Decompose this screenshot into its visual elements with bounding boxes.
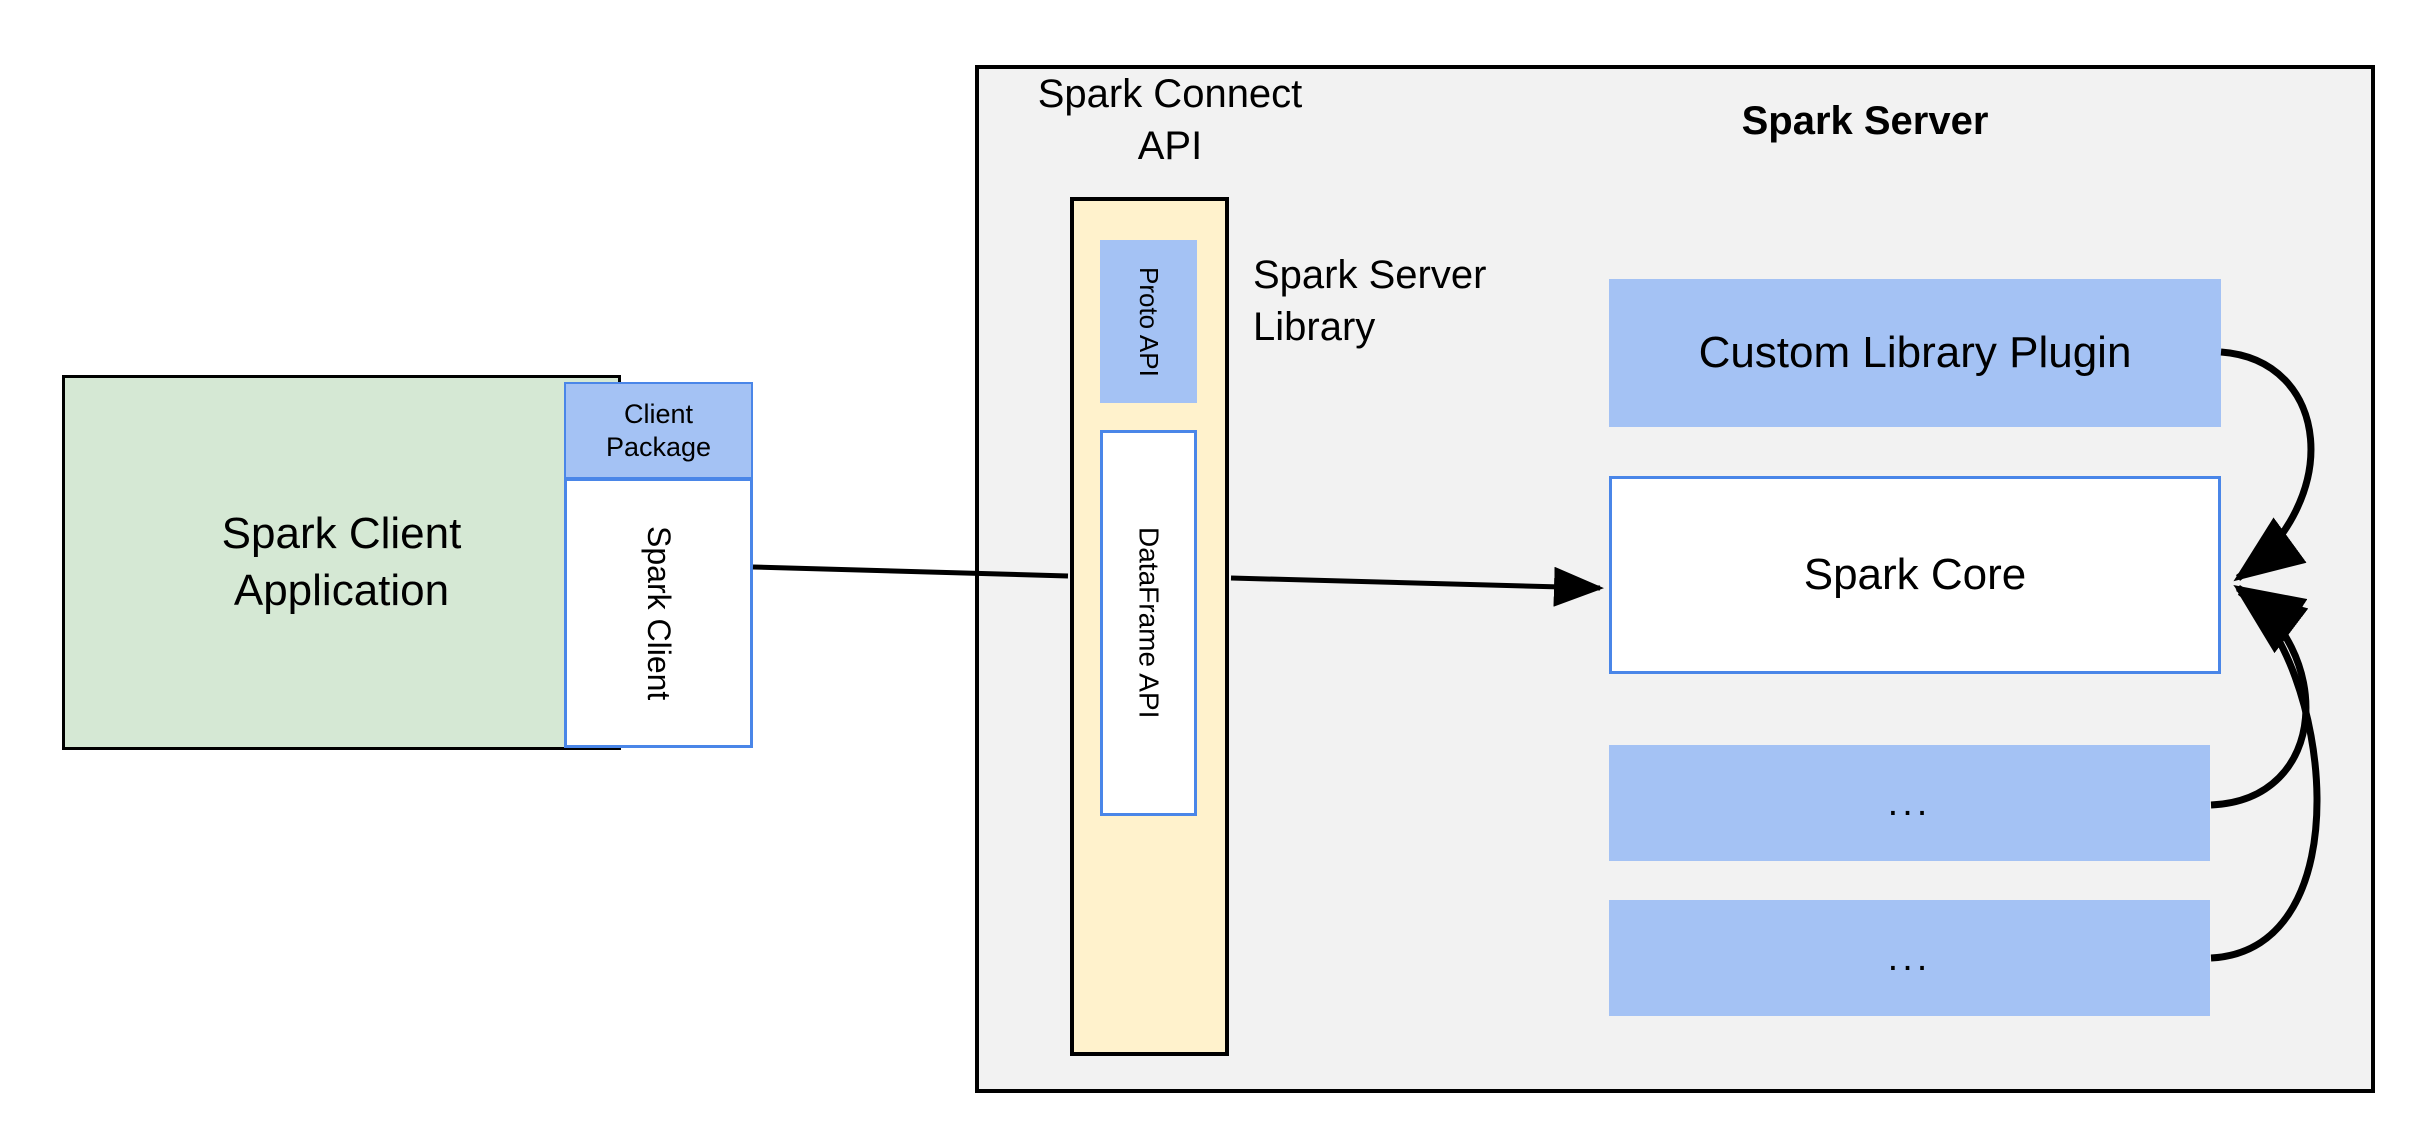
custom-library-plugin-box: Custom Library Plugin [1609,279,2221,427]
server-component-ellipsis-1: ... [1609,745,2210,861]
server-component-ellipsis-2: ... [1609,900,2210,1016]
spark-core-label: Spark Core [1803,550,2027,599]
custom-library-plugin-label: Custom Library Plugin [1698,328,2132,377]
client-package-line1: Client [623,398,693,429]
spark-server-library-label: Spark Server Library [1253,246,1543,356]
spark-connect-api-line1: Spark Connect [1037,72,1303,117]
server-component-ellipsis-2-label: ... [1887,936,1932,979]
spark-server-library-line1: Spark Server [1253,253,1487,297]
spark-connect-api-label: Spark Connect API [1020,68,1320,173]
spark-server-library-line2: Library [1253,305,1376,349]
proto-api-label: Proto API [1134,266,1164,377]
spark-connect-api-line2: API [1137,123,1203,168]
spark-server-title: Spark Server [1741,98,1989,143]
spark-client-box: Spark Client [564,478,753,748]
client-package-box: Client Package [564,382,753,479]
spark-client-application-line1: Spark Client [221,509,462,559]
spark-client-application-box: Spark Client Application [62,375,621,750]
spark-client-label: Spark Client [641,525,677,701]
spark-client-application-line2: Application [233,565,450,615]
dataframe-api-box: DataFrame API [1100,430,1197,816]
dataframe-api-label: DataFrame API [1133,527,1165,719]
server-component-ellipsis-1-label: ... [1887,781,1932,824]
proto-api-box: Proto API [1100,240,1197,403]
client-package-line2: Package [605,431,712,462]
spark-core-box: Spark Core [1609,476,2221,674]
